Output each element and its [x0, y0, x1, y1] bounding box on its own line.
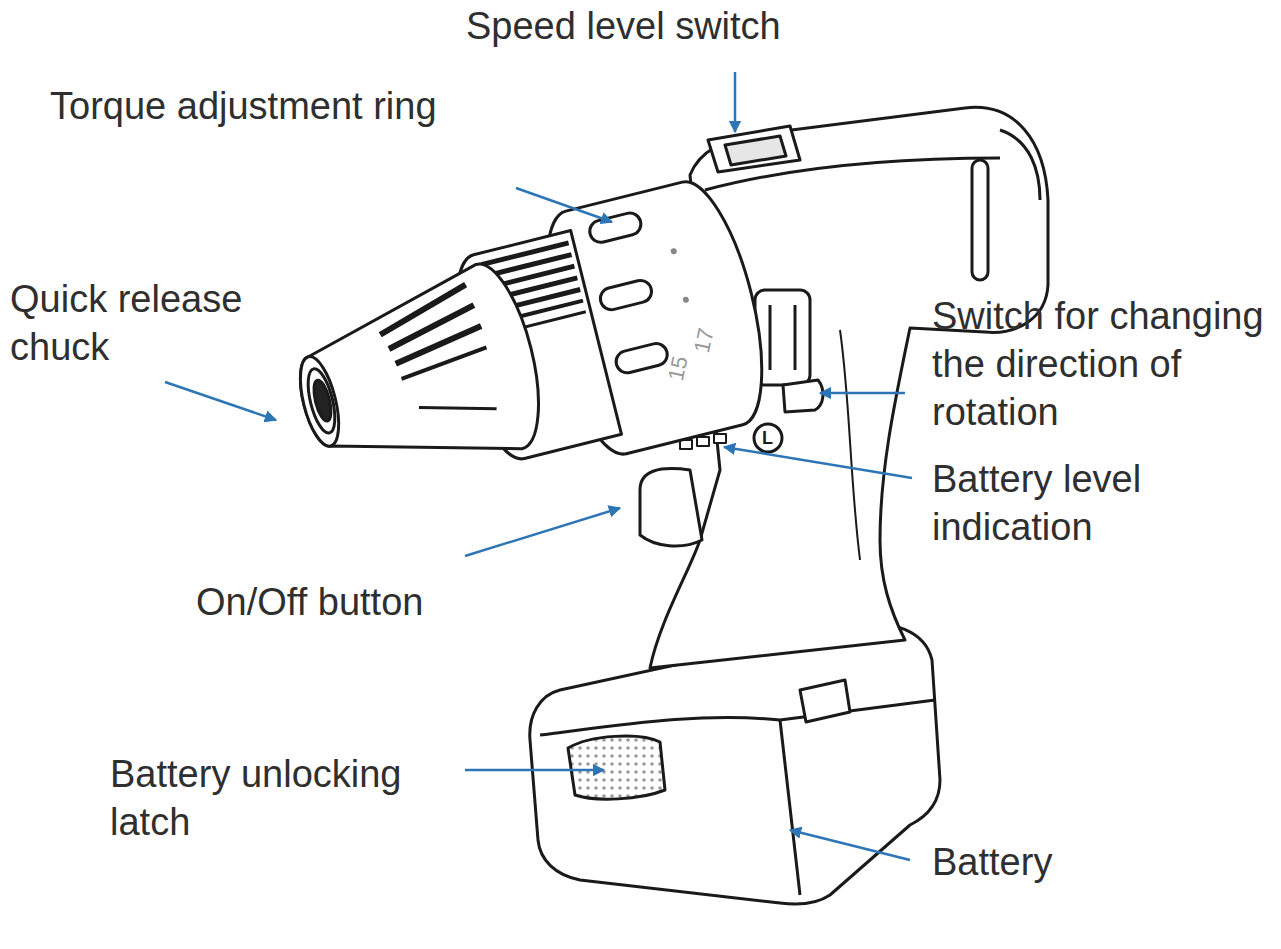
leader-arrow	[734, 72, 737, 132]
battery-latch	[568, 736, 665, 799]
leader-arrow	[165, 382, 276, 420]
leader-arrow	[465, 769, 604, 772]
switch-groove	[794, 305, 797, 370]
part-label: Torque adjustment ring	[50, 82, 437, 130]
chuck-bore	[311, 379, 335, 423]
chuck-groove	[373, 285, 472, 335]
part-label: Battery	[932, 838, 1052, 886]
speed-switch-knob	[725, 136, 786, 165]
dial-number: 15	[664, 354, 693, 383]
rear-cap	[1000, 130, 1040, 200]
leader-arrow	[516, 188, 612, 222]
speed-switch	[708, 126, 800, 172]
torque-tab	[614, 341, 670, 375]
torque-dot	[670, 248, 677, 255]
chuck-jaw-ring	[303, 366, 340, 435]
part-label: Battery level indication	[932, 455, 1281, 551]
leader-arrow	[820, 392, 905, 395]
part-label: On/Off button	[196, 578, 423, 626]
trigger	[640, 469, 702, 546]
torque-tab	[598, 278, 654, 312]
battery-clip	[800, 680, 850, 722]
chuck-groove	[419, 389, 497, 427]
sleeve-rib	[481, 240, 570, 267]
direction-switch	[783, 380, 823, 412]
part-label: Quick release chuck	[10, 275, 260, 371]
dial-number: 17	[690, 326, 719, 355]
battery-edge	[780, 720, 800, 895]
chuck-assembly	[274, 172, 782, 526]
switch-groove	[769, 305, 772, 370]
battery-led	[697, 437, 709, 446]
chuck-groove	[384, 305, 480, 349]
leader-arrow	[790, 830, 910, 860]
part-label: Switch for changing the direction of rot…	[932, 292, 1281, 436]
rear-vent	[972, 160, 988, 280]
chuck-groove	[392, 326, 485, 364]
battery-led	[714, 434, 726, 443]
leader-arrows	[165, 72, 912, 860]
part-label: Speed level switch	[466, 2, 781, 50]
battery-pack	[530, 624, 940, 904]
chuck-groove	[399, 347, 489, 378]
chuck-cone	[281, 256, 554, 497]
leader-arrow	[465, 508, 620, 556]
battery-seam	[540, 700, 935, 735]
part-label: Battery unlocking latch	[110, 750, 410, 846]
leader-arrow	[724, 447, 912, 478]
direction-mark	[754, 424, 782, 452]
handle-seam	[840, 330, 860, 560]
chuck-nose	[293, 353, 346, 450]
battery-body	[530, 624, 940, 904]
torque-dot	[682, 296, 689, 303]
direction-letter: L	[762, 427, 773, 449]
